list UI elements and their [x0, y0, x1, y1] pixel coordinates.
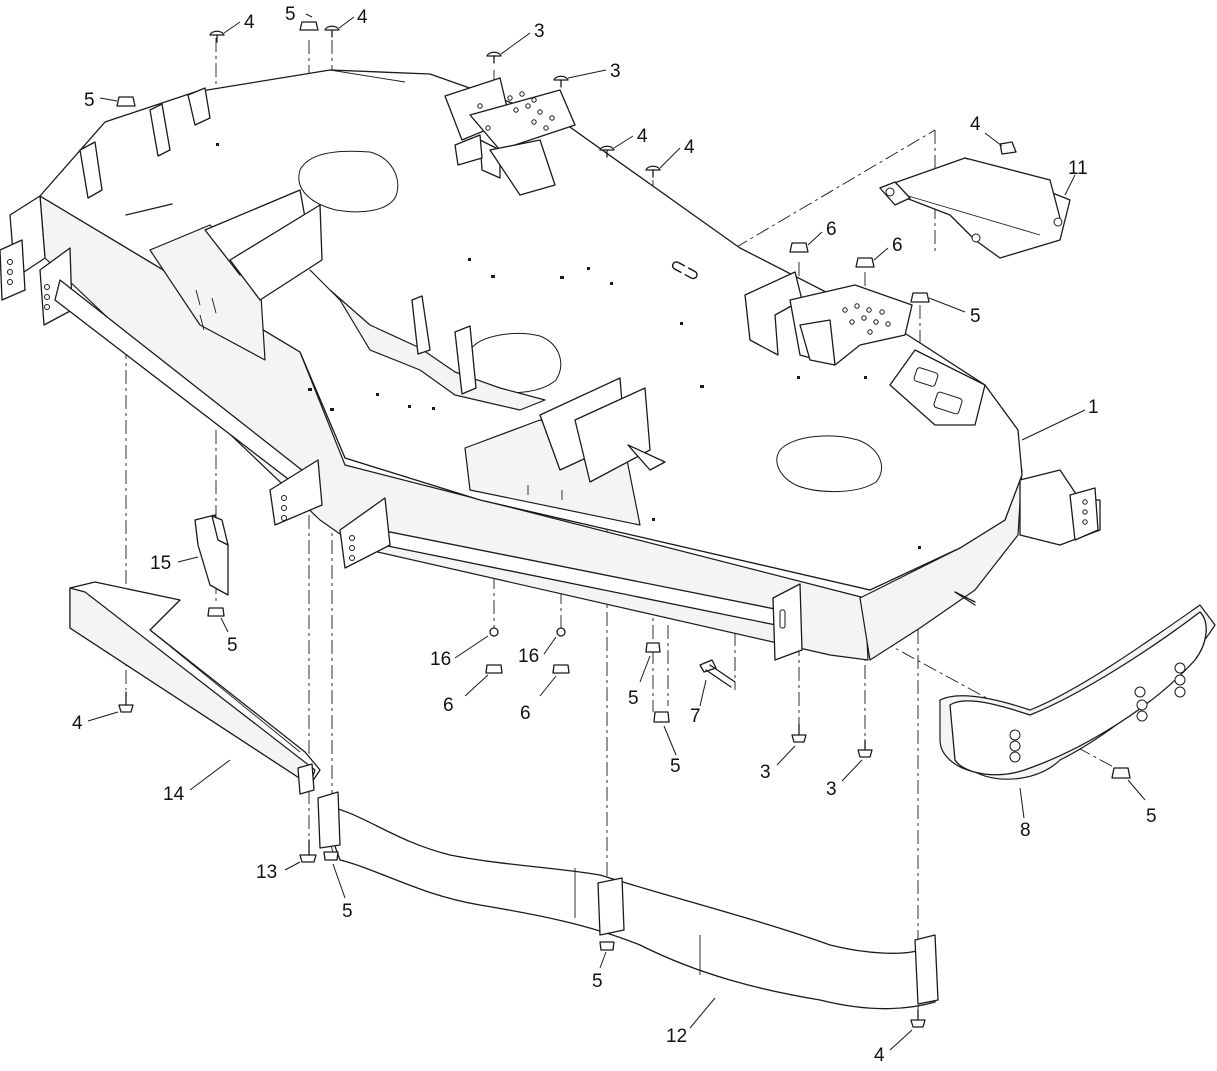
callout-5-right: 5 — [970, 306, 981, 327]
callout-5-left: 5 — [84, 90, 95, 111]
callout-5-under-15: 5 — [227, 635, 238, 656]
callout-5-mid-b: 5 — [670, 756, 681, 777]
carriage-bolt-icon — [209, 25, 661, 178]
part-12-front-skirt — [297, 763, 939, 1010]
callout-6-a: 6 — [826, 219, 837, 240]
part-8-bumper — [939, 604, 1216, 780]
callout-5-low-mid: 5 — [592, 971, 603, 992]
callout-5-top: 5 — [285, 4, 296, 25]
callout-14: 14 — [163, 784, 185, 805]
callout-5-low-left: 5 — [342, 901, 353, 922]
callout-3-c: 3 — [760, 762, 771, 783]
flange-nut-icon — [116, 21, 1017, 303]
callout-6-d: 6 — [520, 703, 531, 724]
callout-6-b: 6 — [892, 235, 903, 256]
deck-side-mount-plate — [889, 349, 986, 426]
callout-13: 13 — [256, 862, 277, 883]
deck-baffles — [149, 189, 666, 526]
callout-5-bumper: 5 — [1146, 806, 1157, 827]
callout-4-bottom: 4 — [874, 1045, 885, 1066]
skirt-side-bracket — [954, 469, 1101, 606]
callout-3-a: 3 — [534, 21, 545, 42]
part-11-bracket — [879, 157, 1071, 259]
callout-11: 11 — [1068, 158, 1088, 179]
height-of-cut-bracket-rear — [444, 77, 576, 196]
callout-labels: 4 5 4 5 3 3 4 4 4 11 6 6 5 1 15 5 16 16 … — [72, 4, 1157, 1066]
callout-4-right: 4 — [970, 114, 981, 135]
callout-4-mid-a: 4 — [637, 126, 648, 147]
part-14-side-skirt — [69, 581, 321, 786]
callout-4-left: 4 — [72, 713, 83, 734]
callout-4-top: 4 — [357, 7, 368, 28]
callout-8: 8 — [1020, 820, 1031, 841]
callout-16-b: 16 — [518, 646, 539, 667]
lower-fastener-icons — [118, 591, 1131, 1028]
callout-12: 12 — [666, 1026, 687, 1047]
height-of-cut-bracket-front — [744, 271, 913, 366]
spindle-opening-right — [776, 435, 882, 493]
callout-3-b: 3 — [610, 61, 621, 82]
callout-16-a: 16 — [430, 649, 451, 670]
callout-3-d: 3 — [826, 779, 837, 800]
deck-front-brackets — [0, 87, 803, 661]
spindle-opening-left — [298, 150, 399, 213]
callout-15: 15 — [150, 553, 171, 574]
callout-5-mid-a: 5 — [628, 688, 639, 709]
fasteners — [116, 21, 1131, 1028]
part-15-baffle — [194, 514, 229, 596]
callout-7: 7 — [690, 706, 701, 727]
callout-4-mid-b: 4 — [684, 137, 695, 158]
callout-6-c: 6 — [443, 695, 454, 716]
callout-1: 1 — [1088, 397, 1099, 418]
callout-leaders — [87, 13, 1146, 1051]
callout-4-top-left: 4 — [244, 12, 255, 33]
